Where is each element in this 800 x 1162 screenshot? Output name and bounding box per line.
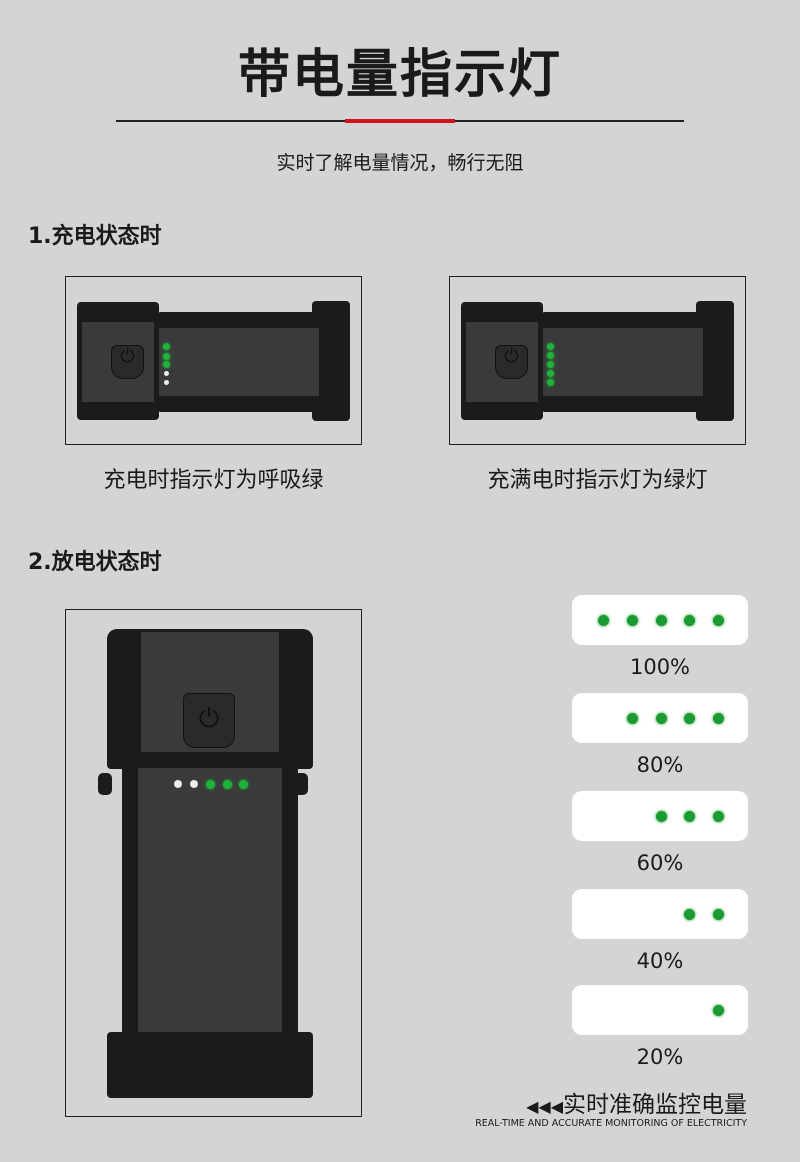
device-image-discharging: ⏻: [65, 609, 362, 1117]
divider-accent: [345, 119, 455, 123]
footer-english: REAL-TIME AND ACCURATE MONITORING OF ELE…: [475, 1118, 747, 1129]
led-dot: [713, 615, 724, 626]
battery-level-indicator: [572, 595, 748, 645]
battery-level-label: 80%: [636, 753, 684, 777]
footer-text: 实时准确监控电量: [563, 1092, 747, 1118]
page-title: 带电量指示灯: [237, 45, 562, 105]
led-dot: [713, 713, 724, 724]
led-dot: [598, 615, 609, 626]
led-dot: [684, 713, 695, 724]
device-image-charging: ⏻: [65, 276, 362, 445]
power-icon: ⏻: [120, 346, 135, 367]
led-dot: [656, 713, 667, 724]
led-dot: [684, 811, 695, 822]
power-icon: ⏻: [198, 704, 220, 734]
led-dot: [713, 909, 724, 920]
device-image-full: ⏻: [449, 276, 746, 445]
led-dot: [713, 811, 724, 822]
battery-level-indicator: [572, 889, 748, 939]
led-dot: [656, 615, 667, 626]
battery-level-indicator: [572, 693, 748, 743]
triple-arrow-icon: ◀◀◀: [526, 1097, 563, 1116]
subtitle: 实时了解电量情况，畅行无阻: [276, 152, 524, 174]
section-heading-charging: 1.充电状态时: [28, 224, 162, 249]
battery-level-label: 60%: [636, 851, 684, 875]
battery-level-label: 100%: [629, 655, 691, 679]
led-dot: [684, 615, 695, 626]
battery-level-indicator: [572, 985, 748, 1035]
led-dot: [656, 811, 667, 822]
led-dot: [684, 909, 695, 920]
led-dot: [627, 615, 638, 626]
section-heading-discharging: 2.放电状态时: [28, 550, 162, 575]
led-dot: [627, 713, 638, 724]
battery-level-indicator: [572, 791, 748, 841]
led-dot: [713, 1005, 724, 1016]
battery-level-label: 40%: [636, 949, 684, 973]
power-icon: ⏻: [504, 346, 519, 367]
caption-charging: 充电时指示灯为呼吸绿: [103, 468, 324, 493]
battery-level-label: 20%: [636, 1045, 684, 1069]
footer-tagline: ◀◀◀实时准确监控电量: [440, 1085, 747, 1119]
caption-full: 充满电时指示灯为绿灯: [487, 468, 708, 493]
